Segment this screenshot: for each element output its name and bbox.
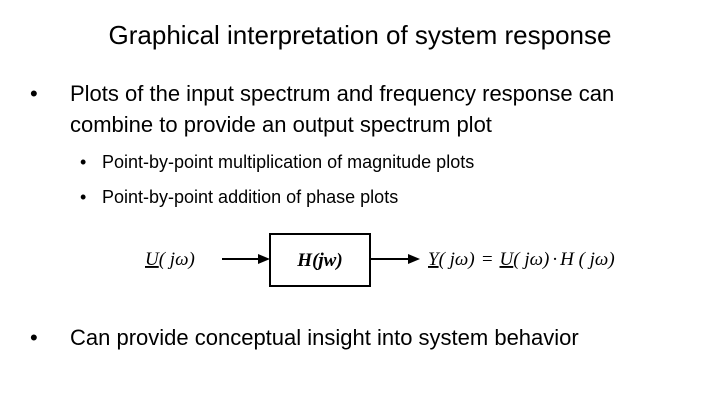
closing-bullet-text: Can provide conceptual insight into syst…: [70, 325, 579, 350]
main-bullet: • Plots of the input spectrum and freque…: [30, 78, 700, 140]
input-arrowhead: [258, 254, 270, 264]
input-signal-label: U( jω): [145, 249, 195, 270]
sub-bullet-phase: • Point-by-point addition of phase plots: [80, 185, 680, 209]
bullet-dot: •: [30, 325, 38, 350]
sub-bullet-text: Point-by-point addition of phase plots: [102, 187, 399, 207]
block-diagram: U( jω) H(jw) Y( jω)=U( jω)·H ( jω): [145, 233, 615, 287]
main-bullet-text: Plots of the input spectrum and frequenc…: [70, 81, 615, 137]
output-arrowhead: [408, 254, 420, 264]
bullet-dot: •: [80, 187, 87, 207]
sub-bullet-text: Point-by-point multiplication of magnitu…: [102, 152, 475, 172]
bullet-dot: •: [80, 152, 87, 172]
page-title: Graphical interpretation of system respo…: [108, 20, 612, 50]
sub-bullet-magnitude: • Point-by-point multiplication of magni…: [80, 150, 680, 174]
output-equation: Y( jω)=U( jω)·H ( jω): [428, 249, 615, 270]
closing-bullet: • Can provide conceptual insight into sy…: [30, 322, 710, 353]
block-label: H(jw): [296, 250, 342, 271]
bullet-dot: •: [30, 81, 38, 106]
